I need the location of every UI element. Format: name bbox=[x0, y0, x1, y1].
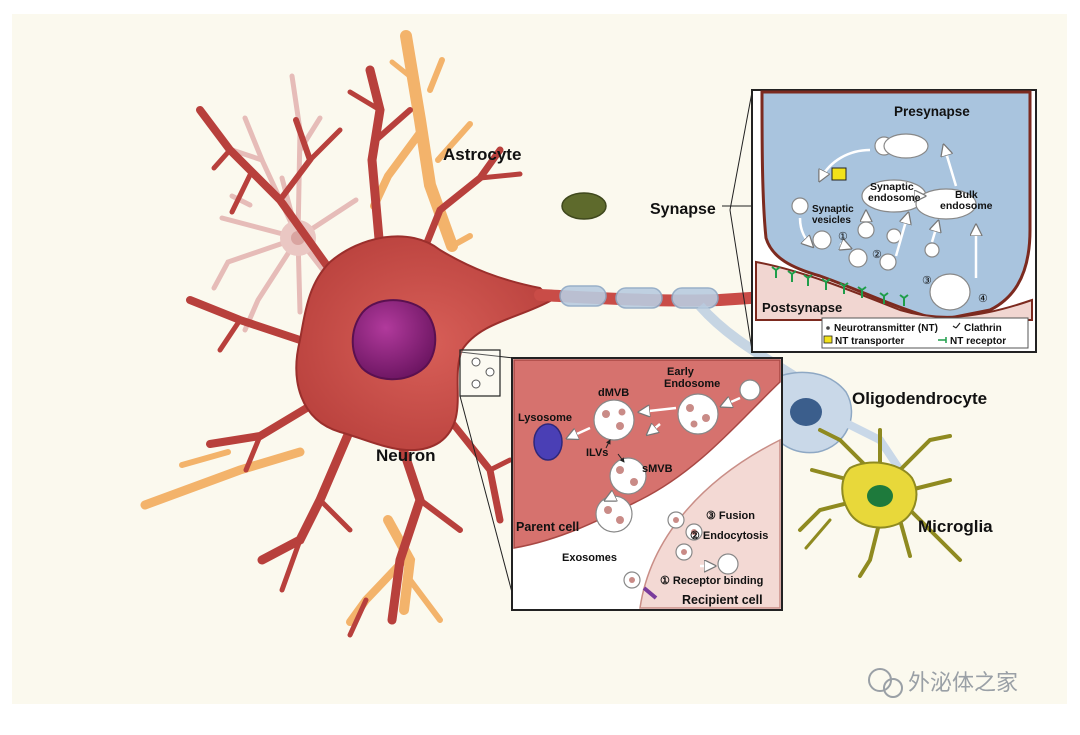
legend-clathrin: Clathrin bbox=[964, 323, 1002, 334]
microglia bbox=[798, 428, 962, 578]
nt-receptor-icon bbox=[938, 337, 947, 343]
parent-cell-label: Parent cell bbox=[516, 520, 579, 534]
receptor-shape bbox=[642, 586, 658, 600]
neuron-label: Neuron bbox=[376, 446, 436, 465]
fusion-label: ③ Fusion bbox=[706, 510, 755, 522]
legend-nt-transporter: NT transporter bbox=[835, 336, 905, 347]
watermark-text: 外泌体之家 bbox=[908, 670, 1018, 695]
microglia-label: Microglia bbox=[918, 517, 993, 536]
lysosome-label: Lysosome bbox=[518, 412, 572, 424]
callout-lines bbox=[459, 91, 753, 601]
synaptic-vesicles-label-1: Synaptic bbox=[812, 204, 854, 215]
axon bbox=[534, 285, 803, 385]
neuron-nucleus bbox=[351, 299, 437, 381]
astrocyte-processes bbox=[140, 30, 473, 626]
neuron-dendrites bbox=[186, 65, 523, 638]
watermark: 外泌体之家 bbox=[868, 668, 1018, 698]
neurotransmitter-icon bbox=[826, 326, 830, 330]
lysosome-shape bbox=[533, 423, 563, 461]
receptor-binding-label: ① Receptor binding bbox=[660, 575, 763, 587]
oligodendrocyte-label: Oligodendrocyte bbox=[852, 389, 987, 408]
presynapse-label: Presynapse bbox=[894, 104, 970, 119]
synapse-inset: Presynapse Synaptic endosome Bulk endoso… bbox=[751, 89, 1037, 353]
clathrin-icon bbox=[952, 322, 961, 329]
organelle bbox=[561, 192, 607, 220]
synaptic-endosome-label-1: Synaptic bbox=[870, 181, 914, 193]
endocytosis-label: ② Endocytosis bbox=[690, 530, 768, 542]
step-3: ③ bbox=[922, 275, 932, 287]
synaptic-endosome-label-2: endosome bbox=[868, 192, 921, 204]
exosome-inset: Early Endosome dMVB Lysosome ILVs sMVB P… bbox=[511, 357, 783, 611]
legend-nt-receptor: NT receptor bbox=[950, 336, 1006, 347]
bulk-endosome-label-2: endosome bbox=[940, 200, 993, 212]
legend-neurotransmitter: Neurotransmitter (NT) bbox=[834, 323, 938, 334]
step-2: ② bbox=[872, 249, 882, 261]
exosomes-label: Exosomes bbox=[562, 552, 617, 564]
synapse-legend bbox=[821, 317, 1029, 349]
early-endosome-label-1: Early bbox=[667, 366, 695, 378]
dmvb-label: dMVB bbox=[598, 387, 629, 399]
ilvs-label: ILVs bbox=[586, 447, 608, 459]
synapse-label: Synapse bbox=[650, 201, 716, 218]
step-1: ① bbox=[838, 231, 848, 243]
recipient-cell-label: Recipient cell bbox=[682, 593, 763, 607]
early-endosome-label-2: Endosome bbox=[664, 378, 720, 390]
bulk-endosome-label-1: Bulk bbox=[955, 189, 978, 201]
synaptic-vesicles-label-2: vesicles bbox=[812, 215, 851, 226]
astrocyte-label: Astrocyte bbox=[443, 145, 521, 164]
smvb-label: sMVB bbox=[642, 463, 673, 475]
step-4: ④ bbox=[978, 293, 988, 305]
postsynapse-label: Postsynapse bbox=[762, 300, 842, 315]
nt-transporter-icon bbox=[823, 335, 833, 344]
